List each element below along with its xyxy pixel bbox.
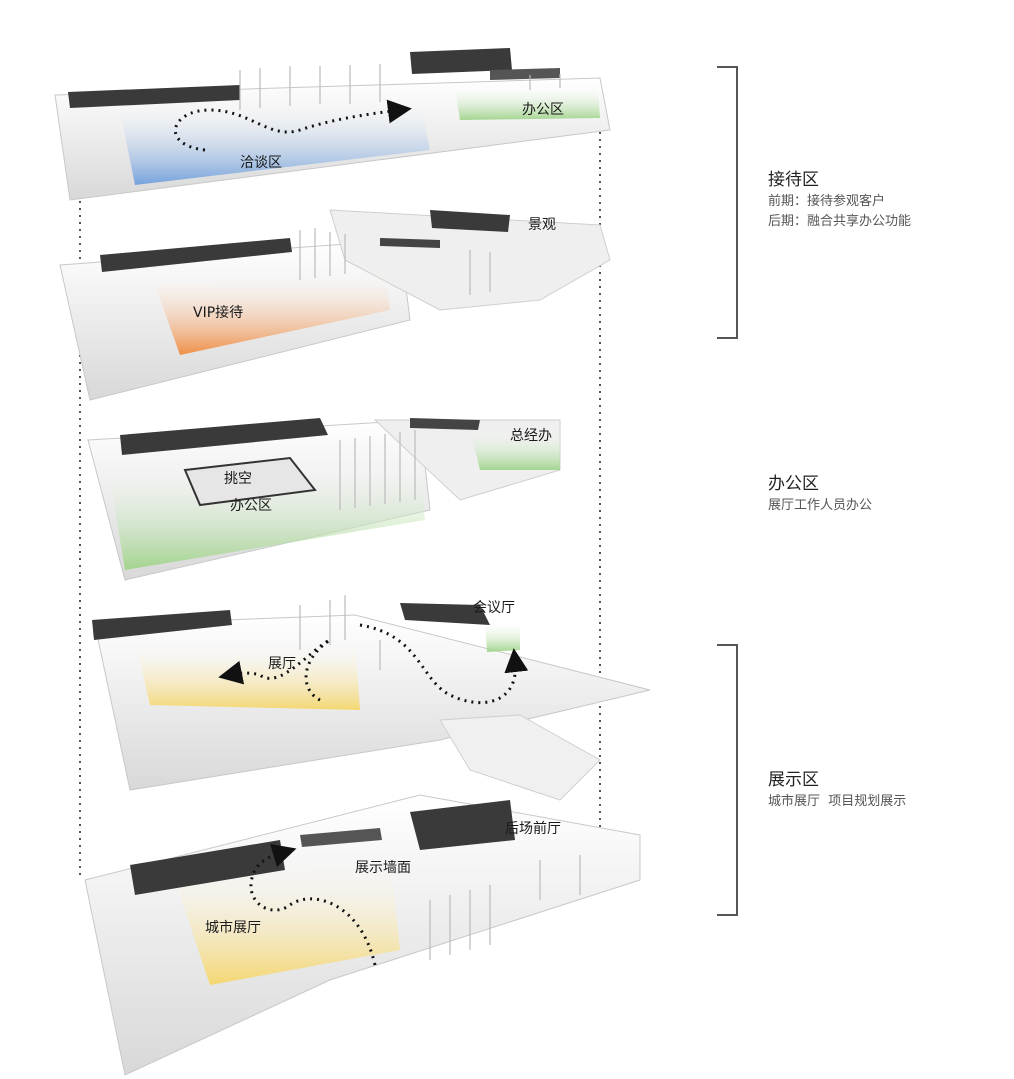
- floor-1: [54, 48, 611, 201]
- zone-title: 办公区: [768, 474, 819, 494]
- bracket-reception: [717, 66, 738, 339]
- zone-line: 展厅工作人员办公: [768, 498, 873, 513]
- roof-block: [410, 800, 515, 850]
- label-city-exhibition: 城市展厅: [205, 919, 261, 936]
- roof-block: [380, 238, 440, 248]
- flow-arrow: [218, 638, 331, 702]
- zone-line: 城市展厅 项目规划展示: [768, 794, 907, 809]
- label-display-wall: 展示墙面: [355, 860, 411, 876]
- zone-line: 后期：融合共享办公功能: [768, 214, 912, 229]
- floor-4: [92, 595, 651, 801]
- zone-exhibition: 展示区 城市展厅 项目规划展示: [768, 768, 906, 812]
- label-negotiation-area: 洽谈区: [240, 155, 282, 171]
- negotiation-zone: [120, 100, 430, 185]
- floor-5: [84, 794, 641, 1076]
- roof-block: [130, 840, 285, 895]
- zone-office: 办公区 展厅工作人员办公: [768, 472, 872, 516]
- flow-arrow: [249, 843, 377, 966]
- atrium-void: [183, 456, 317, 507]
- roof-block: [430, 210, 510, 232]
- label-executive-office: 总经办: [510, 428, 552, 444]
- label-landscape: 景观: [528, 217, 556, 233]
- label-office-area-top: 办公区: [522, 102, 564, 118]
- floor-4-ramp: [439, 714, 601, 801]
- label-atrium: 挑空: [224, 471, 252, 487]
- vip-zone: [155, 270, 390, 355]
- bracket-exhibition: [717, 644, 738, 916]
- roof-block: [490, 68, 560, 80]
- roof-block: [120, 418, 328, 455]
- roof-block: [400, 603, 490, 625]
- office-zone-top: [455, 85, 600, 120]
- roof-block: [410, 48, 512, 74]
- flow-arrow: [359, 623, 529, 704]
- roof-block: [100, 238, 292, 272]
- label-vip-reception: VIP接待: [193, 304, 243, 321]
- office-zone: [110, 460, 425, 570]
- roof-block: [92, 610, 232, 640]
- label-office-area: 办公区: [230, 498, 272, 514]
- meeting-hall-zone: [485, 620, 520, 652]
- label-meeting-hall: 会议厅: [473, 600, 515, 616]
- floor-3: [87, 418, 561, 581]
- zone-title: 展示区: [768, 770, 819, 790]
- floor-2: [59, 209, 611, 401]
- zone-title: 接待区: [768, 170, 819, 190]
- zone-line: 前期：接待参观客户: [768, 194, 886, 209]
- roof-block: [410, 418, 480, 430]
- roof-block: [300, 828, 382, 847]
- label-back-lobby: 后场前厅: [505, 820, 561, 837]
- city-exhibition-zone: [175, 855, 400, 985]
- executive-office-zone: [470, 428, 560, 470]
- zone-reception: 接待区 前期：接待参观客户 后期：融合共享办公功能: [768, 168, 911, 232]
- label-exhibition-hall: 展厅: [268, 656, 296, 672]
- exhibition-hall-zone: [135, 640, 360, 710]
- roof-block: [68, 85, 240, 108]
